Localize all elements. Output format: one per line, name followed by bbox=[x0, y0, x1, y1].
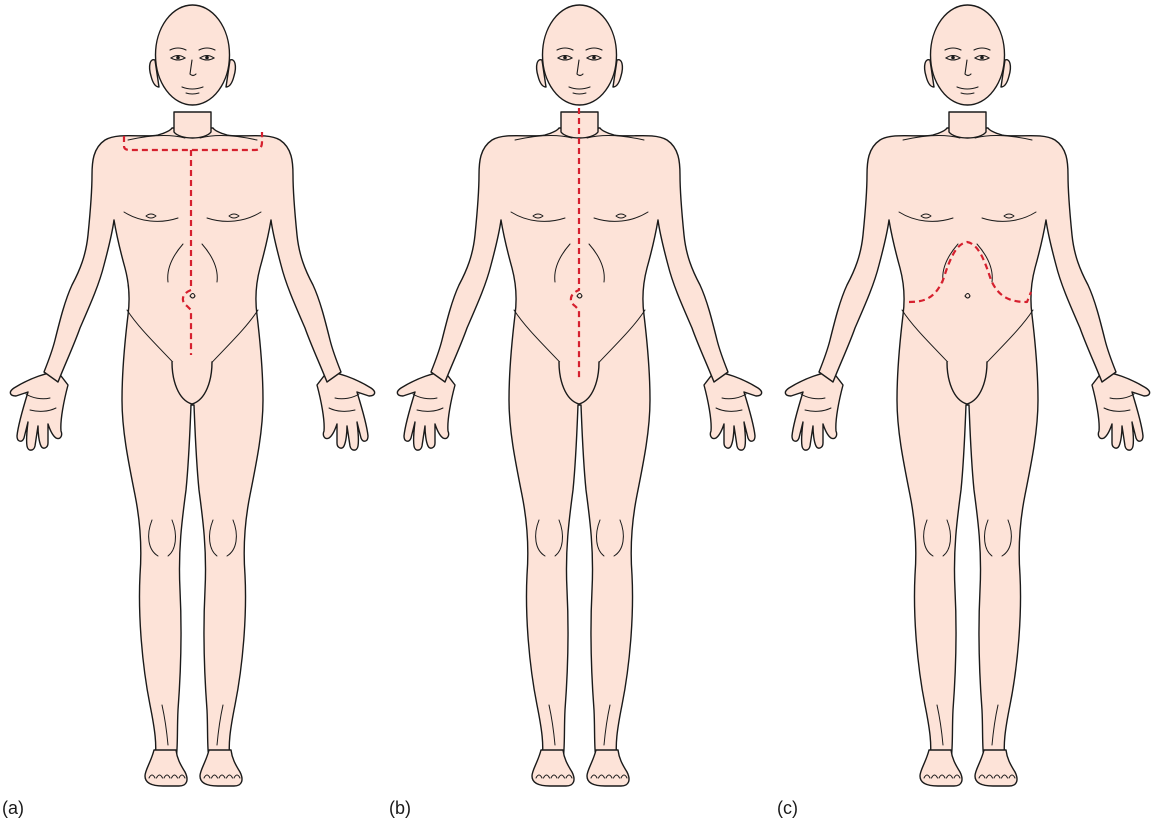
pupil-right bbox=[205, 56, 209, 60]
head bbox=[925, 5, 1011, 138]
foot-left-outline bbox=[145, 750, 187, 786]
head-outline bbox=[156, 5, 230, 105]
neck bbox=[174, 112, 211, 138]
panel-label-b: (b) bbox=[389, 798, 411, 819]
foot-right-outline bbox=[200, 750, 242, 786]
hand-left bbox=[785, 372, 843, 450]
hand-left bbox=[10, 372, 68, 450]
body-figure-a bbox=[0, 0, 387, 829]
panel-a: (a) bbox=[0, 0, 387, 829]
human-figure bbox=[785, 5, 1149, 786]
pupil-left bbox=[563, 56, 567, 60]
panel-c: (c) bbox=[775, 0, 1162, 829]
pupil-right bbox=[980, 56, 984, 60]
head-outline bbox=[543, 5, 617, 105]
body-figure-b bbox=[387, 0, 774, 829]
hand-right bbox=[704, 372, 762, 450]
foot-left-outline bbox=[920, 750, 962, 786]
foot-right bbox=[975, 750, 1017, 786]
pupil-right bbox=[592, 56, 596, 60]
foot-right bbox=[587, 750, 629, 786]
neck bbox=[949, 112, 986, 138]
body-figure-c bbox=[775, 0, 1162, 829]
hand-left bbox=[397, 372, 455, 450]
foot-left bbox=[920, 750, 962, 786]
body-outline bbox=[44, 128, 341, 760]
hand-right bbox=[1092, 372, 1150, 450]
head-outline bbox=[931, 5, 1005, 105]
body-outline bbox=[819, 128, 1116, 760]
pupil-left bbox=[951, 56, 955, 60]
pupil-left bbox=[176, 56, 180, 60]
foot-left-outline bbox=[532, 750, 574, 786]
hand-right bbox=[317, 372, 375, 450]
foot-right bbox=[200, 750, 242, 786]
panel-b: (b) bbox=[387, 0, 774, 829]
panel-label-c: (c) bbox=[777, 798, 798, 819]
foot-left bbox=[532, 750, 574, 786]
foot-left bbox=[145, 750, 187, 786]
foot-right-outline bbox=[975, 750, 1017, 786]
head bbox=[150, 5, 236, 138]
human-figure bbox=[10, 5, 374, 786]
neck bbox=[561, 112, 598, 138]
foot-right-outline bbox=[587, 750, 629, 786]
panel-label-a: (a) bbox=[2, 798, 24, 819]
